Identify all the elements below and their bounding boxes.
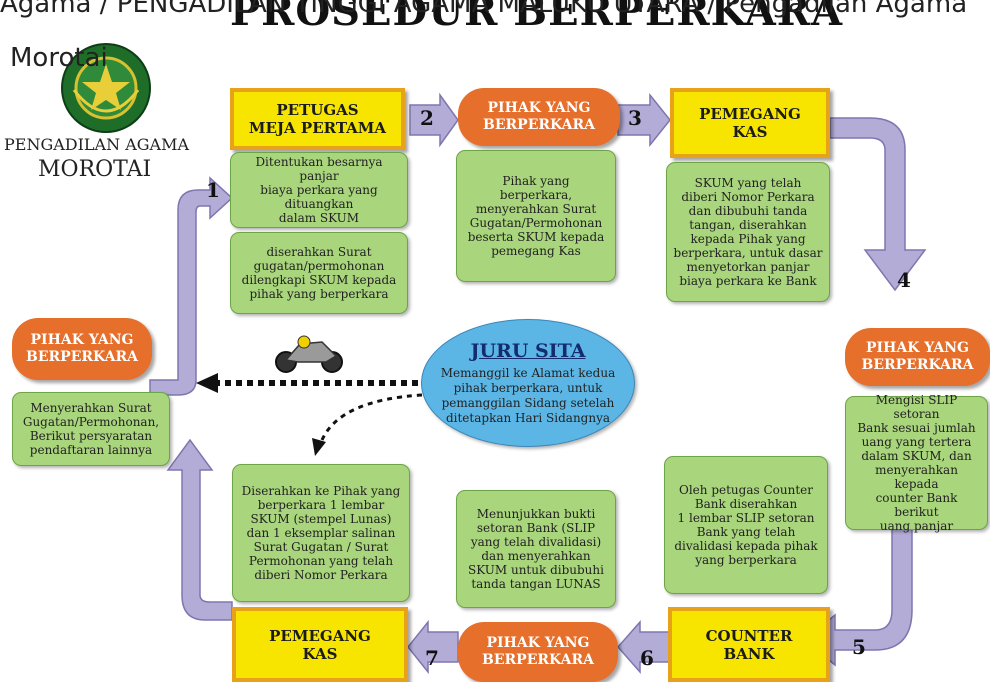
- page-title: PROSEDUR BERPERKARA: [230, 0, 844, 35]
- step-number-2: 2: [420, 106, 434, 130]
- breadcrumb[interactable]: Agama / PENGADILAN TINGGI AGAMA MALUKU U…: [0, 0, 968, 19]
- arrow-step-2: [409, 92, 459, 148]
- dotted-arrowhead-left: [196, 373, 218, 393]
- note-pihak-top: Pihak yang berperkara, menyerahkan Surat…: [456, 150, 616, 282]
- arrow-step-7: [407, 619, 459, 675]
- logo-caption: PENGADILAN AGAMA: [4, 135, 190, 154]
- step-number-5: 5: [852, 635, 866, 659]
- step-petugas-meja-pertama: PETUGAS MEJA PERTAMA: [230, 88, 405, 150]
- step-number-1: 1: [206, 178, 220, 202]
- step-pemegang-kas-top: PEMEGANG KAS: [670, 88, 830, 158]
- step-number-4: 4: [897, 268, 911, 292]
- arrow-kas-to-pihak-left: [166, 438, 233, 621]
- breadcrumb-continued[interactable]: Morotai: [10, 43, 108, 73]
- dotted-arrowhead-down: [312, 438, 326, 456]
- arrow-step-4: [829, 117, 927, 292]
- step-counter-bank: COUNTER BANK: [668, 607, 830, 682]
- juru-sita-ellipse: JURU SITA Memanggil ke Alamat kedua piha…: [421, 319, 635, 447]
- note-pihak-left: Menyerahkan Surat Gugatan/Permohonan, Be…: [12, 392, 170, 466]
- note-pihak-bottom: Menunjukkan bukti setoran Bank (SLIP yan…: [456, 490, 616, 608]
- dotted-line-down: [320, 393, 423, 441]
- motorcycle-icon: [275, 335, 343, 373]
- court-emblem-icon: [61, 43, 151, 133]
- step-number-3: 3: [628, 106, 642, 130]
- note-pihak-right: Mengisi SLIP setoran Bank sesuai jumlah …: [845, 393, 988, 533]
- note-meja-2: diserahkan Surat gugatan/permohonan dile…: [230, 232, 408, 314]
- arrow-step-1: [149, 176, 234, 396]
- step-pihak-left: PIHAK YANG BERPERKARA: [12, 318, 152, 380]
- logo-caption-name: MOROTAI: [38, 157, 152, 182]
- note-kas-bottom: Diserahkan ke Pihak yang berperkara 1 le…: [232, 464, 410, 602]
- step-pihak-right: PIHAK YANG BERPERKARA: [845, 328, 990, 386]
- juru-sita-title: JURU SITA: [470, 340, 586, 362]
- arrow-step-3: [617, 92, 671, 148]
- note-counter-bank: Oleh petugas Counter Bank diserahkan 1 l…: [664, 456, 828, 594]
- juru-sita-desc: Memanggil ke Alamat kedua pihak berperka…: [440, 366, 616, 425]
- step-pihak-bottom: PIHAK YANG BERPERKARA: [458, 622, 618, 682]
- step-number-7: 7: [425, 646, 439, 670]
- note-meja-1: Ditentukan besarnya panjar biaya perkara…: [230, 152, 408, 228]
- step-number-6: 6: [640, 646, 654, 670]
- step-pihak-top: PIHAK YANG BERPERKARA: [458, 88, 620, 146]
- step-pemegang-kas-bottom: PEMEGANG KAS: [232, 607, 408, 682]
- note-kas-top: SKUM yang telah diberi Nomor Perkara dan…: [666, 162, 830, 302]
- arrow-step-6: [617, 620, 671, 674]
